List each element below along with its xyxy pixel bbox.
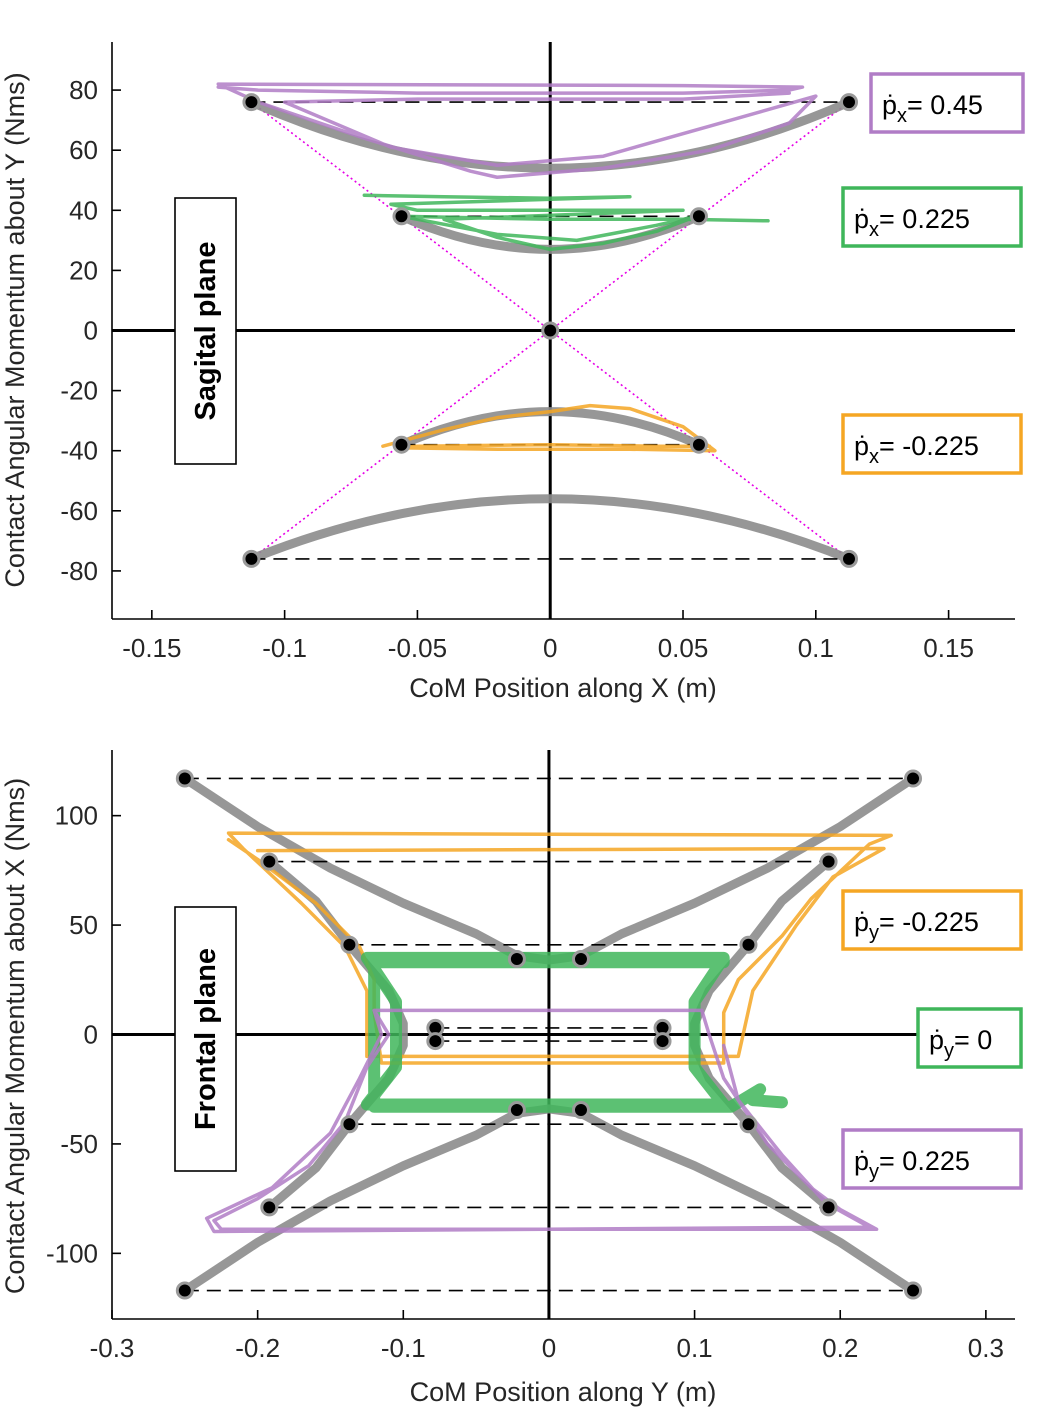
panel-label-box: Sagital plane xyxy=(174,197,237,465)
legend-label: ṗx= 0.45 xyxy=(882,90,983,127)
legend: ṗx= 0.45 ṗx= 0.225 ṗx= -0.225 xyxy=(841,72,1025,475)
legend-label: ṗy= 0.225 xyxy=(854,1146,970,1183)
y-tick-label: -40 xyxy=(60,436,98,466)
x-tick-label: -0.15 xyxy=(122,633,181,663)
x-tick-label: 0.15 xyxy=(923,633,974,663)
data-marker xyxy=(260,1198,279,1217)
legend-box-orange xyxy=(841,889,1023,951)
y-tick-label: 0 xyxy=(84,1020,98,1050)
data-marker xyxy=(689,207,708,226)
curves-layer xyxy=(112,750,1015,1319)
series-line-green xyxy=(362,193,770,252)
x-tick-label: 0.1 xyxy=(677,1333,713,1363)
legend-label: ṗx= 0.225 xyxy=(854,204,970,241)
data-marker xyxy=(904,769,923,788)
markers-layer xyxy=(175,769,923,1300)
data-marker xyxy=(739,935,758,954)
reference-curve xyxy=(264,857,408,1212)
sagittal-chart: -0.15 -0.1 -0.05 0 0.05 0.1 0.15 -80 -60 -40 -20 0 2… xyxy=(0,42,1025,703)
data-marker xyxy=(840,93,859,112)
x-tick-label: -0.1 xyxy=(262,633,307,663)
y-tick-label: 100 xyxy=(55,801,98,831)
data-marker xyxy=(392,435,411,454)
data-marker xyxy=(507,1101,526,1120)
data-marker xyxy=(260,852,279,871)
legend: ṗy= -0.225 ṗy= 0 ṗy= 0.225 xyxy=(841,889,1023,1190)
tick-layer: -0.3 -0.2 -0.1 0 0.1 0.2 0.3 -100 -50 0 50 100 xyxy=(46,801,1004,1363)
x-tick-label: 0.1 xyxy=(798,633,834,663)
x-tick-label: 0 xyxy=(542,1333,556,1363)
data-marker xyxy=(689,435,708,454)
series-line-purple xyxy=(216,82,818,179)
data-marker xyxy=(392,207,411,226)
legend-label: ṗy= -0.225 xyxy=(854,907,979,944)
data-marker xyxy=(242,93,261,112)
y-axis-label: Contact Angular Momentum about X (Nms) xyxy=(0,778,30,1294)
data-marker xyxy=(904,1281,923,1300)
y-tick-label: -80 xyxy=(60,556,98,586)
panel-label-frame xyxy=(174,197,237,465)
legend-box-green xyxy=(916,1007,1023,1069)
x-axis-label: CoM Position along Y (m) xyxy=(410,1377,717,1407)
data-marker xyxy=(340,1115,359,1134)
y-tick-label: -20 xyxy=(60,376,98,406)
x-tick-label: -0.3 xyxy=(90,1333,135,1363)
data-marker xyxy=(819,852,838,871)
series-line-purple xyxy=(204,1008,879,1234)
legend-box-green xyxy=(841,186,1023,248)
x-tick-label: -0.1 xyxy=(381,1333,426,1363)
x-tick-label: -0.05 xyxy=(388,633,447,663)
legend-label: ṗx= -0.225 xyxy=(854,431,979,468)
data-marker xyxy=(840,549,859,568)
panel-label: Frontal plane xyxy=(190,948,222,1130)
series-line-orange xyxy=(381,403,717,453)
x-tick-label: 0.05 xyxy=(658,633,709,663)
y-tick-label: 60 xyxy=(69,135,98,165)
data-marker xyxy=(242,549,261,568)
y-tick-label: 50 xyxy=(69,910,98,940)
data-marker xyxy=(340,935,359,954)
panel-label-box: Frontal plane xyxy=(174,906,237,1172)
markers-layer xyxy=(242,93,859,568)
x-tick-label: 0.3 xyxy=(968,1333,1004,1363)
data-marker xyxy=(541,321,560,340)
x-axis-label: CoM Position along X (m) xyxy=(409,673,717,703)
legend-label: ṗy= 0 xyxy=(929,1025,992,1062)
reference-curve xyxy=(246,494,854,564)
y-tick-label: 80 xyxy=(69,75,98,105)
legend-box-purple xyxy=(841,1128,1023,1190)
data-marker xyxy=(819,1198,838,1217)
y-tick-label: -100 xyxy=(46,1238,98,1268)
data-marker xyxy=(571,949,590,968)
data-marker xyxy=(739,1115,758,1134)
y-tick-label: 0 xyxy=(84,316,98,346)
data-marker xyxy=(175,1281,194,1300)
x-tick-label: -0.2 xyxy=(235,1333,280,1363)
panel-label-frame xyxy=(174,906,237,1172)
panel-label: Sagital plane xyxy=(190,242,222,421)
data-marker xyxy=(507,949,526,968)
y-tick-label: 20 xyxy=(69,255,98,285)
data-marker xyxy=(426,1032,445,1051)
y-axis-label: Contact Angular Momentum about Y (Nms) xyxy=(0,72,30,587)
y-tick-label: -60 xyxy=(60,496,98,526)
y-tick-label: -50 xyxy=(60,1129,98,1159)
data-marker xyxy=(175,769,194,788)
x-tick-label: 0 xyxy=(543,633,557,663)
x-tick-label: 0.2 xyxy=(822,1333,858,1363)
legend-box-purple xyxy=(869,72,1025,134)
data-marker xyxy=(571,1101,590,1120)
legend-box-orange xyxy=(841,413,1023,475)
data-marker xyxy=(653,1032,672,1051)
frontal-chart: -0.3 -0.2 -0.1 0 0.1 0.2 0.3 -100 -50 0 50 100 CoM … xyxy=(0,750,1023,1407)
tick-layer: -0.15 -0.1 -0.05 0 0.05 0.1 0.15 -80 -60 -40 -20 0 2… xyxy=(60,75,973,663)
reference-curve xyxy=(246,97,854,173)
y-tick-label: 40 xyxy=(69,195,98,225)
